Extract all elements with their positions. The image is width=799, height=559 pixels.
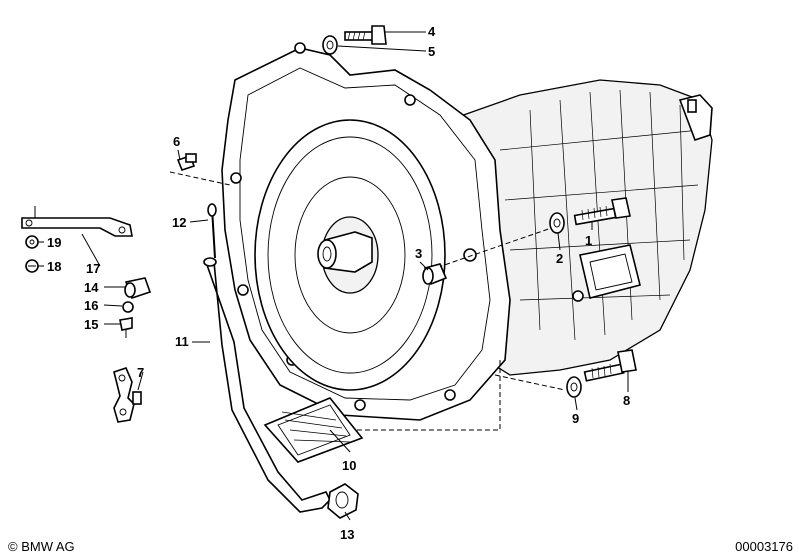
- leader-lines: [169, 171, 566, 431]
- part-3-sleeve: [422, 263, 448, 286]
- callout-leaders: [38, 31, 629, 521]
- callout-10: 10: [342, 458, 356, 473]
- callout-12: 12: [172, 215, 186, 230]
- callout-15: 15: [84, 317, 98, 332]
- part-17-bracket: [21, 206, 133, 237]
- callout-16: 16: [84, 298, 98, 313]
- part-4-bolt: [344, 25, 387, 45]
- part-6-bolt: [176, 153, 197, 171]
- callout-9: 9: [572, 411, 579, 426]
- callout-numbers: 1 2 3 4 5 6 7 8 9 10 11 12 13 14 15 16 1…: [47, 24, 630, 542]
- callout-6: 6: [173, 134, 180, 149]
- transmission-housing: [221, 42, 713, 421]
- copyright-label: © BMW AG: [8, 539, 75, 554]
- callout-1: 1: [585, 233, 592, 248]
- part-18-screw: [25, 259, 39, 273]
- callout-19: 19: [47, 235, 61, 250]
- callout-7: 7: [137, 365, 144, 380]
- part-2-washer: [549, 212, 565, 234]
- part-12-dipstick: [207, 203, 217, 259]
- callout-3: 3: [415, 246, 422, 261]
- part-5-washer: [322, 35, 338, 55]
- part-16-nut: [122, 301, 134, 313]
- callout-11: 11: [175, 334, 189, 349]
- callout-18: 18: [47, 259, 61, 274]
- part-15-screw: [119, 317, 133, 338]
- callout-17: 17: [86, 261, 100, 276]
- part-19-washer: [25, 235, 39, 249]
- part-8-bolt: [583, 349, 637, 382]
- part-9-washer: [566, 376, 582, 398]
- callout-14: 14: [84, 280, 99, 295]
- drawing-number: 00003176: [735, 539, 793, 554]
- part-1-bolt: [573, 197, 631, 226]
- callout-5: 5: [428, 44, 435, 59]
- part-7-holder: [113, 367, 142, 423]
- callout-2: 2: [556, 251, 563, 266]
- part-11-dipstick-tube: [203, 257, 331, 513]
- callout-13: 13: [340, 527, 354, 542]
- part-10-filter: [263, 397, 364, 463]
- callout-4: 4: [428, 24, 436, 39]
- callout-8: 8: [623, 393, 630, 408]
- part-14-clip: [124, 277, 152, 300]
- part-13-clamp: [327, 483, 359, 519]
